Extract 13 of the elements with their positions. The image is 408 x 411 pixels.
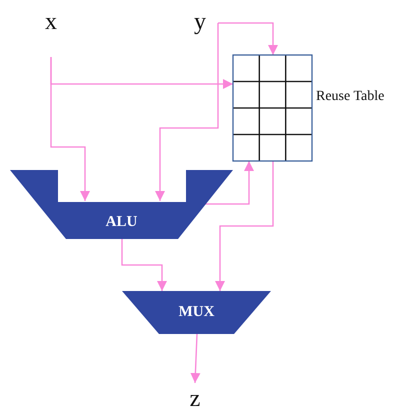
- arrow: [50, 57, 233, 89]
- arrow: [205, 161, 254, 205]
- variable-label: y: [191, 10, 209, 36]
- arrow: [190, 334, 200, 384]
- arrow: [121, 239, 167, 291]
- arrow: [155, 22, 219, 201]
- arrow: [218, 22, 278, 55]
- variable-label: z: [186, 387, 204, 411]
- variable-label: x: [42, 10, 60, 36]
- table-label: Reuse Table: [316, 89, 384, 105]
- block-label: MUX: [178, 304, 214, 321]
- arrow: [215, 161, 274, 291]
- block-label: ALU: [106, 214, 138, 231]
